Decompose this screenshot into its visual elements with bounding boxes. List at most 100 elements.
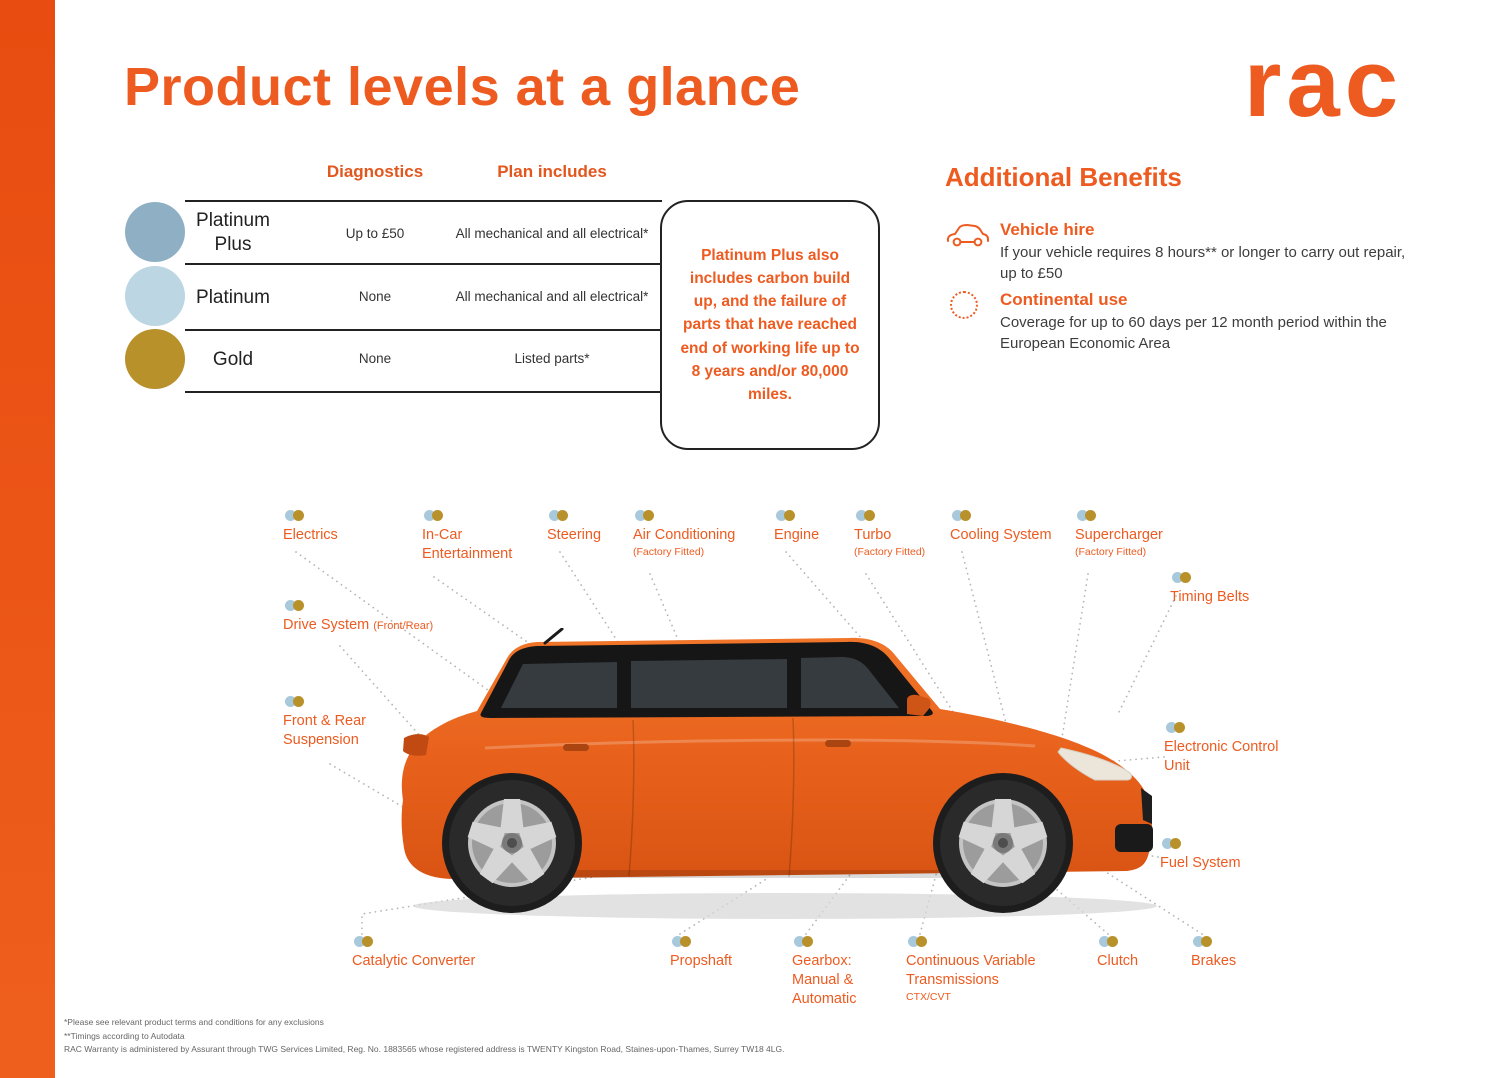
car-icon [944,222,990,255]
table-header-plan-includes: Plan includes [497,162,607,181]
gold-dot-icon [802,936,813,947]
coverage-dots-icon [285,696,366,707]
part-front-rear-suspension: Front & Rear Suspension [283,696,366,750]
part-label: Cooling System [950,527,1052,543]
part-label: Brakes [1191,953,1237,969]
blue-dot-icon [856,510,867,521]
blue-dot-icon [1162,838,1173,849]
part-propshaft: Propshaft [670,936,732,971]
part-label: Timing Belts [1170,589,1250,605]
part-label: Fuel System [1160,855,1241,871]
blue-dot-icon [285,510,296,521]
part-label: Air Conditioning [633,527,736,543]
part-in-car-entertainment: In-Car Entertainment [422,510,512,564]
table-header-diagnostics: Diagnostics [326,162,424,181]
benefit-text-vehicle-hire: If your vehicle requires 8 hours** or lo… [1000,244,1406,283]
gold-dot-icon [1085,510,1096,521]
gold-dot-icon [960,510,971,521]
blue-dot-icon [908,936,919,947]
car-illustration [401,628,1157,919]
part-label: Drive System (Front/Rear) [283,616,433,635]
additional-benefits-title: Additional Benefits [945,162,1182,192]
callout-text: Platinum Plus also includes carbon build… [680,246,860,404]
part-steering: Steering [547,510,601,545]
coverage-dots-icon [672,936,732,947]
part-label-text: Drive System [283,617,370,633]
part-air-conditioning: Air Conditioning (Factory Fitted) [633,510,735,558]
gold-dot-icon [293,600,304,611]
footnote-exclusions: *Please see relevant product terms and c… [64,1017,324,1027]
part-sublabel: (Factory Fitted) [1075,545,1147,558]
coverage-dots-icon [424,510,512,521]
part-brakes: Brakes [1191,936,1236,971]
blue-dot-icon [1193,936,1204,947]
gold-dot-icon [1201,936,1212,947]
table-divider [185,391,662,393]
platinum-plus-circle-icon [125,202,185,262]
table-divider [185,329,662,331]
gold-dot-icon [1170,838,1181,849]
gold-dot-icon [1180,572,1191,583]
part-label: Steering [547,527,602,543]
part-label: Continuous Variable Transmissions [906,953,1036,988]
blue-dot-icon [672,936,683,947]
gold-dot-icon [557,510,568,521]
footnote-timings: **Timings according to Autodata [64,1030,185,1041]
blue-dot-icon [635,510,646,521]
coverage-dots-icon [776,510,819,521]
plan-includes-value-platinum: All mechanical and all electrical* [455,289,649,304]
gold-dot-icon [916,936,927,947]
dotted-circle-icon [950,291,978,319]
part-catalytic-converter: Catalytic Converter [352,936,475,971]
part-sublabel: (Factory Fitted) [633,545,705,558]
part-label: Electronic Control Unit [1164,739,1279,774]
blue-dot-icon [1099,936,1110,947]
table-divider [185,200,662,202]
coverage-dots-icon [1193,936,1236,947]
plan-name-platinum-plus: Platinum Plus [196,210,270,255]
part-label: Turbo [854,527,892,543]
part-clutch: Clutch [1097,936,1138,971]
plan-includes-value-gold: Listed parts* [514,351,590,366]
diagnostics-value-gold: None [358,351,392,366]
part-label: In-Car Entertainment [422,527,513,562]
part-gearbox: Gearbox: Manual & Automatic [792,936,856,1009]
plan-includes-value-platinum-plus: All mechanical and all electrical* [455,226,649,241]
part-timing-belts: Timing Belts [1170,572,1249,607]
platinum-circle-icon [125,266,185,326]
blue-dot-icon [952,510,963,521]
coverage-dots-icon [952,510,1052,521]
part-electrics: Electrics [283,510,338,545]
coverage-dots-icon [1172,572,1249,583]
coverage-dots-icon [1162,838,1241,849]
gold-dot-icon [643,510,654,521]
part-engine: Engine [774,510,819,545]
platinum-plus-callout-box: Platinum Plus also includes carbon build… [660,200,880,450]
footnotes: *Please see relevant product terms and c… [64,1016,784,1057]
coverage-dots-icon [908,936,1036,947]
part-label: Propshaft [670,953,733,969]
part-label: Electrics [283,527,338,543]
benefit-name-vehicle-hire: Vehicle hire [1000,220,1095,239]
part-label: Front & Rear Suspension [283,713,366,748]
blue-dot-icon [424,510,435,521]
footnote-legal: RAC Warranty is administered by Assurant… [64,1044,785,1055]
part-cooling-system: Cooling System [950,510,1052,545]
gold-dot-icon [293,696,304,707]
coverage-dots-icon [285,600,433,611]
part-fuel-system: Fuel System [1160,838,1241,873]
blue-dot-icon [794,936,805,947]
part-electronic-control-unit: Electronic Control Unit [1164,722,1278,776]
diagnostics-value-platinum: None [358,289,392,304]
coverage-dots-icon [1099,936,1138,947]
part-label-suffix: (Front/Rear) [373,620,434,632]
coverage-dots-icon [1077,510,1163,521]
part-sublabel: CTX/CVT [906,990,951,1003]
coverage-dots-icon [285,510,338,521]
blue-dot-icon [776,510,787,521]
benefit-text-continental-use: Coverage for up to 60 days per 12 month … [1000,314,1387,353]
blue-dot-icon [1172,572,1183,583]
part-label: Supercharger [1075,527,1163,543]
